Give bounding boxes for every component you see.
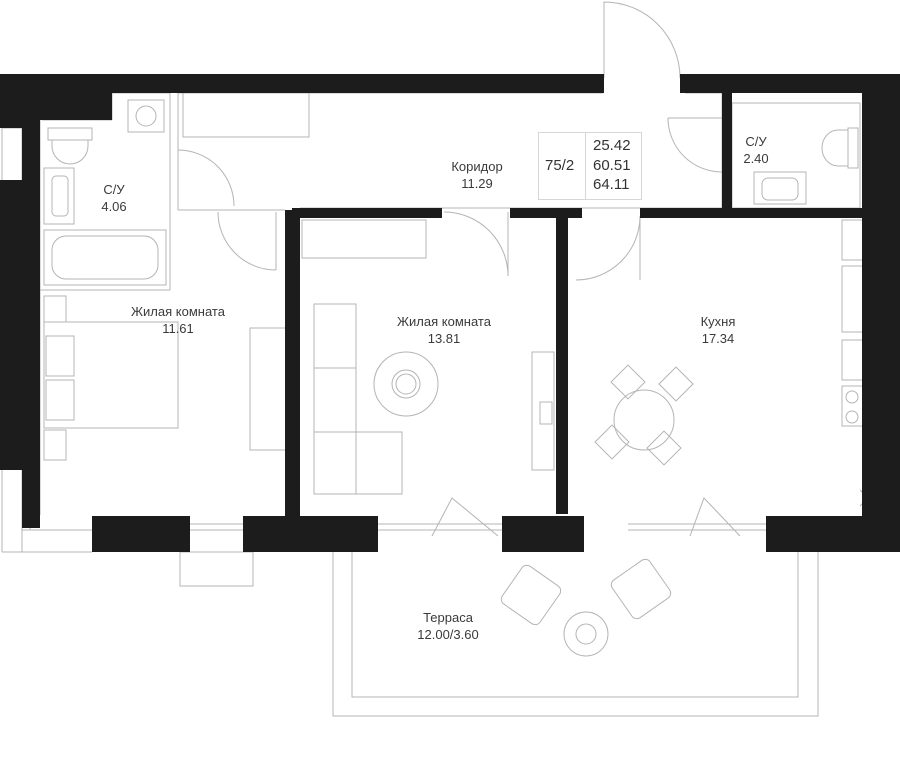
room-label-corridor: Коридор 11.29 [432, 158, 522, 192]
room-label-bathroom-large: С/У 4.06 [84, 181, 144, 215]
apartment-number: 75/2 [545, 157, 575, 174]
room-name: Коридор [451, 159, 503, 174]
apartment-info-box: 75/2 25.42 60.51 64.11 [538, 132, 642, 200]
room-label-terrace: Терраса 12.00/3.60 [398, 609, 498, 643]
room-label-bathroom-small: С/У 2.40 [726, 133, 786, 167]
info-divider [585, 133, 586, 199]
room-area: 13.81 [427, 331, 461, 346]
room-area: 4.06 [101, 199, 127, 214]
apartment-areas: 25.42 60.51 64.11 [593, 136, 631, 195]
room-name: Жилая комната [397, 314, 491, 329]
total-area-with-terrace: 64.11 [593, 176, 630, 193]
room-label-bedroom: Жилая комната 11.61 [118, 303, 238, 337]
room-label-living-room: Жилая комната 13.81 [384, 313, 504, 347]
room-label-kitchen: Кухня 17.34 [678, 313, 758, 347]
room-name: С/У [745, 134, 767, 149]
room-area: 17.34 [701, 331, 735, 346]
room-name: Кухня [700, 314, 736, 329]
room-name: Жилая комната [131, 304, 225, 319]
total-area: 60.51 [593, 156, 631, 174]
room-area: 12.00/3.60 [417, 627, 479, 642]
room-name: С/У [103, 182, 125, 197]
living-area: 25.42 [593, 137, 631, 154]
room-name: Терраса [423, 610, 473, 625]
room-area: 11.61 [162, 321, 194, 336]
room-area: 11.29 [461, 176, 493, 191]
room-area: 2.40 [743, 151, 769, 166]
